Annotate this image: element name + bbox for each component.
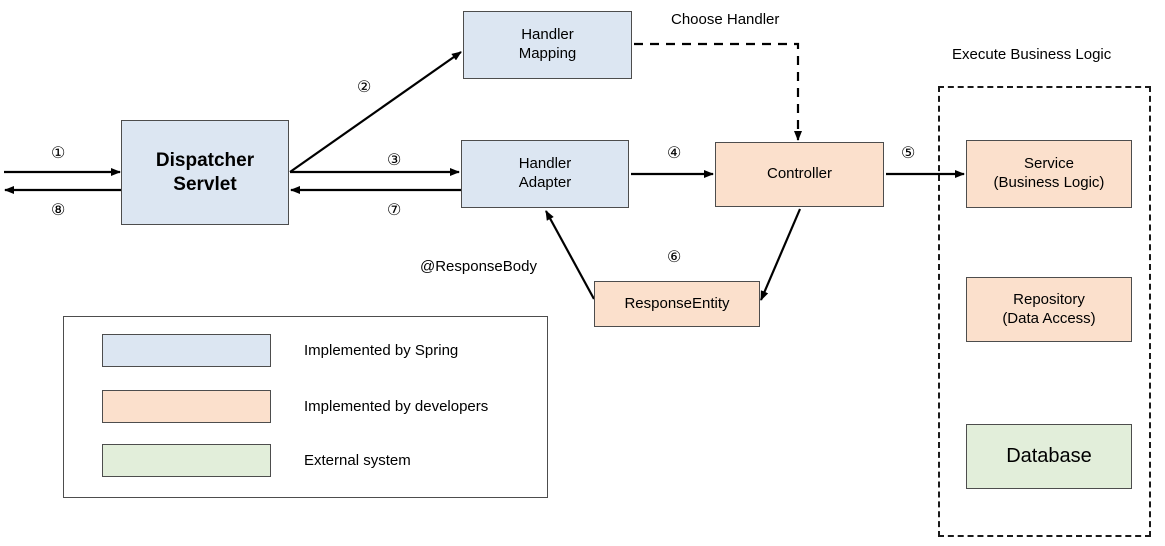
- group-execute-business-logic: [938, 86, 1151, 537]
- legend-swatch-spring: [102, 334, 271, 367]
- node-handler-mapping[interactable]: Handler Mapping: [463, 11, 632, 79]
- label-response-body-annotation: @ResponseBody: [420, 258, 537, 275]
- node-service[interactable]: Service (Business Logic): [966, 140, 1132, 208]
- node-dispatcher-servlet[interactable]: Dispatcher Servlet: [121, 120, 289, 225]
- legend-label: External system: [304, 452, 411, 469]
- node-label: Service (Business Logic): [993, 155, 1105, 191]
- node-handler-adapter[interactable]: Handler Adapter: [461, 140, 629, 208]
- node-label: Handler Adapter: [518, 155, 572, 191]
- legend: Implemented by Spring Implemented by dev…: [63, 316, 548, 498]
- step-marker-6: ⑥: [667, 249, 682, 266]
- legend-label: Implemented by developers: [304, 398, 489, 415]
- node-controller[interactable]: Controller: [715, 142, 884, 207]
- label-choose-handler: Choose Handler: [671, 11, 780, 28]
- legend-swatch-external: [102, 444, 271, 477]
- step-marker-3: ③: [387, 152, 402, 169]
- node-database[interactable]: Database: [966, 424, 1132, 489]
- edge-responseentity-to-handleradapter: [545, 210, 595, 300]
- step-marker-7: ⑦: [387, 202, 402, 219]
- legend-item-developers: Implemented by developers: [102, 390, 488, 423]
- label-execute-business-logic: Execute Business Logic: [952, 46, 1112, 63]
- node-label: Repository (Data Access): [1002, 290, 1096, 327]
- node-label: ResponseEntity: [624, 294, 730, 312]
- step-marker-1: ①: [51, 145, 66, 162]
- edge-dispatcher-to-handlermapping: [289, 51, 462, 173]
- step-marker-4: ④: [667, 145, 682, 162]
- legend-item-spring: Implemented by Spring: [102, 334, 458, 367]
- node-label: Controller: [766, 165, 833, 183]
- step-marker-5: ⑤: [901, 145, 916, 162]
- node-label: Handler Mapping: [518, 26, 577, 62]
- node-repository[interactable]: Repository (Data Access): [966, 277, 1132, 342]
- step-marker-8: ⑧: [51, 202, 66, 219]
- node-label: Dispatcher Servlet: [155, 149, 255, 195]
- legend-label: Implemented by Spring: [304, 342, 459, 359]
- legend-swatch-developers: [102, 390, 271, 423]
- edge-choose-handler: [634, 42, 802, 141]
- edge-controller-to-responseentity: [759, 208, 802, 301]
- step-marker-2: ②: [357, 79, 372, 96]
- legend-item-external: External system: [102, 444, 411, 477]
- node-response-entity[interactable]: ResponseEntity: [594, 281, 760, 327]
- node-label: Database: [1006, 445, 1092, 467]
